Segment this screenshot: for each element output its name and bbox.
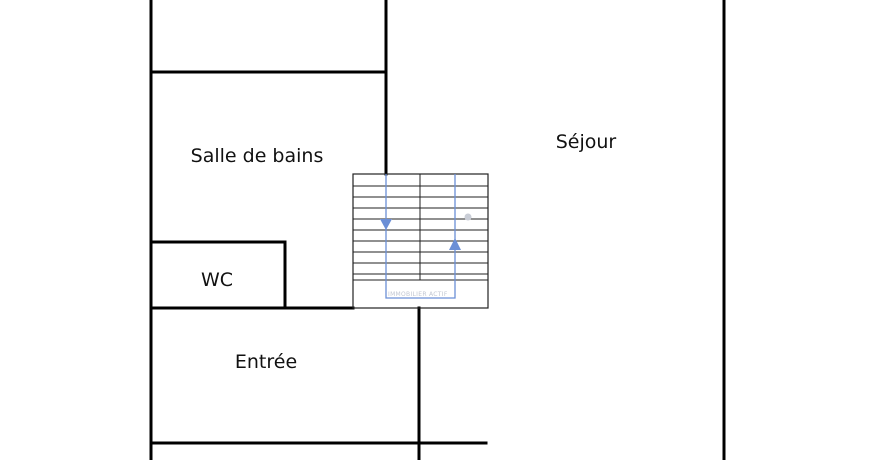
- room-label-entrance: Entrée: [235, 351, 297, 373]
- room-label-living-room: Séjour: [556, 131, 617, 153]
- room-label-wc: WC: [201, 269, 233, 291]
- walls: [149, 0, 726, 460]
- down-arrow-icon: [380, 219, 392, 230]
- watermark: IMMOBILIER ACTIF: [388, 291, 448, 298]
- room-label-bathroom: Salle de bains: [191, 145, 324, 167]
- staircase: [352, 173, 489, 309]
- stair-marker-dot: [464, 213, 472, 221]
- stair-arrows: [380, 174, 472, 299]
- up-arrow-icon: [449, 238, 461, 250]
- down-arrow-path: [385, 174, 456, 299]
